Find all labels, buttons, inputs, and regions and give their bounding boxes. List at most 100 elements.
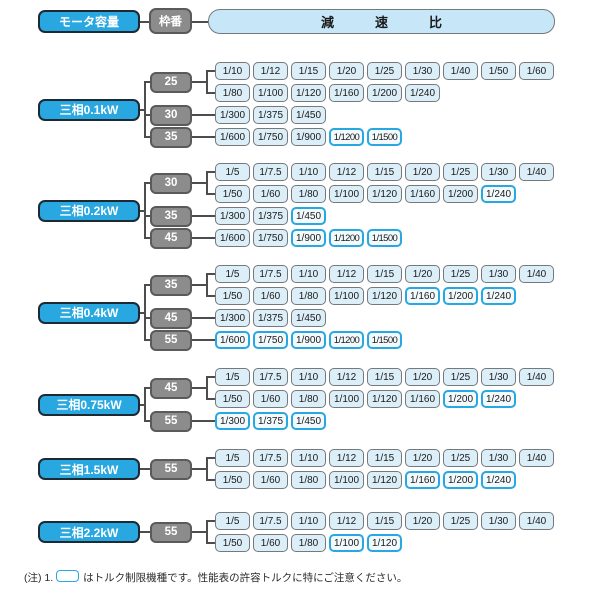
frame-number-box: 55 [150,410,192,432]
connector-line [192,81,208,83]
ratio-box: 1/600 [215,229,250,247]
ratio-box: 1/12 [253,62,288,80]
ratio-box-torque-limited: 1/240 [481,287,516,305]
ratio-box: 1/12 [329,163,364,181]
connector-line [144,215,150,217]
ratio-box: 1/60 [519,62,554,80]
frame-number-box: 55 [150,521,192,543]
connector-line [206,273,208,297]
ratio-box: 1/5 [215,512,250,530]
ratio-box: 1/120 [367,471,402,489]
ratio-box: 1/900 [291,128,326,146]
ratio-box: 1/450 [291,106,326,124]
frame-number-box: 25 [150,71,192,93]
ratio-box: 1/10 [291,512,326,530]
connector-line [140,468,150,470]
ratio-box: 1/10 [291,265,326,283]
ratio-box: 1/5 [215,265,250,283]
connector-line [144,114,150,116]
ratio-box: 1/300 [215,106,250,124]
connector-line [144,284,150,286]
ratio-box: 1/25 [443,265,478,283]
connector-line [206,273,215,275]
ratio-box: 1/120 [367,185,402,203]
ratio-box: 1/50 [215,185,250,203]
connector-line [144,237,150,239]
frame-number-box: 30 [150,104,192,126]
header-frame-number: 枠番 [149,8,192,34]
ratio-box: 1/160 [405,390,440,408]
ratio-box: 1/7.5 [253,512,288,530]
connector-line [206,520,215,522]
connector-line [206,457,208,481]
ratio-box: 1/10 [291,163,326,181]
ratio-box: 1/100 [329,185,364,203]
ratio-box: 1/30 [481,449,516,467]
ratio-box: 1/12 [329,368,364,386]
ratio-box-torque-limited: 1/1500 [367,331,402,349]
connector-line [206,295,215,297]
connector-line [206,479,215,481]
ratio-box-torque-limited: 1/1500 [367,128,402,146]
ratio-box: 1/15 [367,368,402,386]
connector-line [206,376,208,400]
connector-line [206,70,208,94]
ratio-box: 1/60 [253,185,288,203]
connector-line [144,182,150,184]
ratio-box-torque-limited: 1/600 [215,331,250,349]
motor-capacity-label: 三相0.1kW [38,98,140,121]
ratio-box: 1/100 [329,287,364,305]
ratio-box: 1/30 [481,163,516,181]
ratio-box: 1/80 [291,471,326,489]
ratio-box: 1/600 [215,128,250,146]
motor-capacity-label: 三相0.75kW [38,393,140,416]
ratio-box: 1/750 [253,128,288,146]
ratio-box: 1/40 [519,163,554,181]
connector-line [140,209,146,212]
ratio-box-torque-limited: 1/450 [291,412,326,430]
connector-line [140,403,146,406]
connector-line [192,420,215,422]
ratio-box: 1/375 [253,207,288,225]
ratio-box: 1/15 [291,62,326,80]
ratio-box-torque-limited: 1/240 [481,471,516,489]
ratio-box: 1/30 [405,62,440,80]
ratio-box-torque-limited: 1/120 [367,534,402,552]
connector-line [206,542,215,544]
connector-line [192,468,208,470]
connector-line [192,339,215,341]
ratio-box: 1/200 [367,84,402,102]
connector-line [192,182,208,184]
connector-line [144,136,150,138]
ratio-box: 1/7.5 [253,368,288,386]
ratio-box: 1/30 [481,265,516,283]
ratio-box: 1/30 [481,512,516,530]
ratio-box: 1/40 [519,512,554,530]
ratio-box: 1/100 [329,471,364,489]
ratio-box: 1/200 [443,185,478,203]
ratio-box: 1/160 [405,185,440,203]
ratio-box: 1/100 [329,390,364,408]
connector-line [144,81,150,83]
header-reduction-ratio: 減 速 比 [208,9,555,34]
connector-line [206,171,215,173]
frame-number-box: 35 [150,126,192,148]
ratio-box: 1/20 [405,265,440,283]
ratio-box: 1/15 [367,449,402,467]
connector-line [192,531,208,533]
ratio-box: 1/12 [329,449,364,467]
ratio-box: 1/450 [291,309,326,327]
ratio-box: 1/40 [519,265,554,283]
ratio-box-torque-limited: 1/1500 [367,229,402,247]
ratio-box: 1/40 [443,62,478,80]
ratio-box: 1/25 [443,163,478,181]
frame-number-box: 35 [150,205,192,227]
ratio-box-torque-limited: 1/200 [443,287,478,305]
ratio-box: 1/25 [367,62,402,80]
ratio-box: 1/50 [215,287,250,305]
connector-line [206,171,208,195]
ratio-box-torque-limited: 1/200 [443,390,478,408]
footnote-prefix: (注) 1. [24,572,54,584]
ratio-box-torque-limited: 1/1200 [329,229,364,247]
